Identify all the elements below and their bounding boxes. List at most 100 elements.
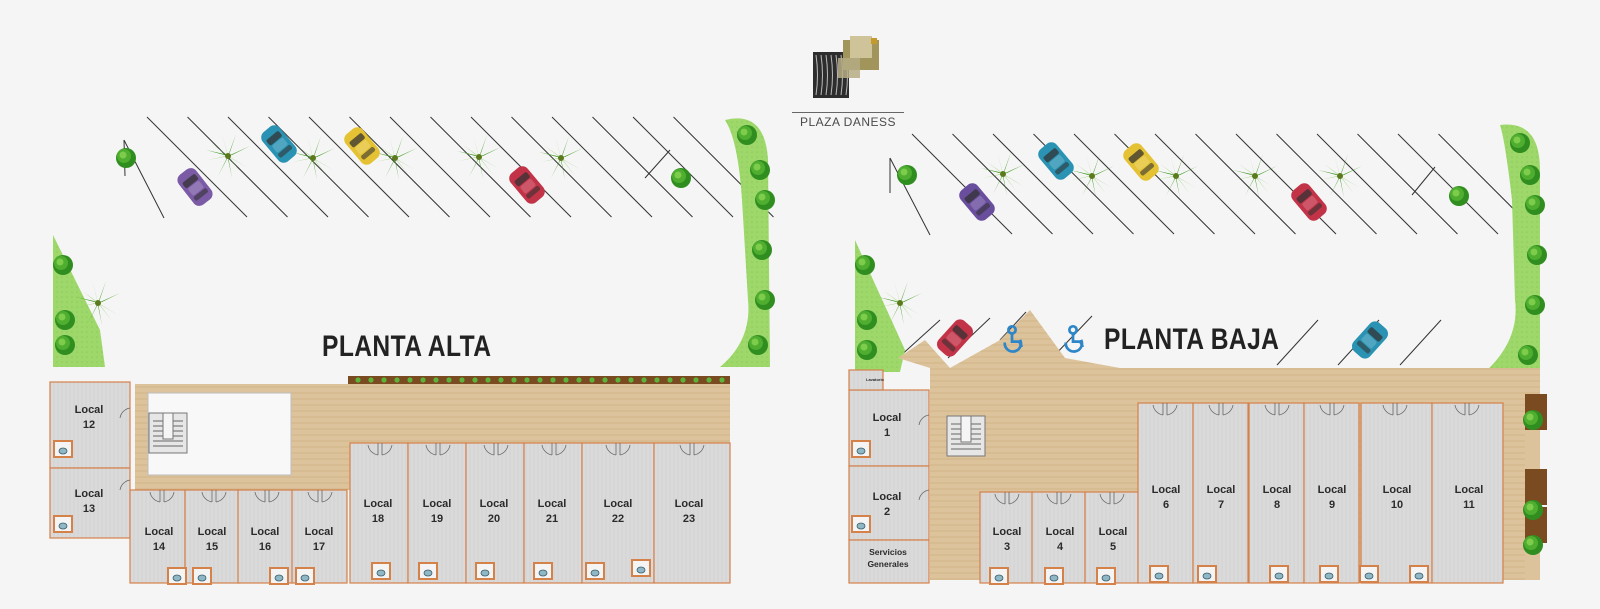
parking-stripe [952,133,1053,235]
palm-tree-icon [1154,154,1198,198]
staircase-icon [946,415,986,457]
planter-shrub [459,377,465,383]
unit-local-23 [653,442,731,584]
toilet-icon [53,440,73,458]
toilet-icon [1044,567,1064,585]
door-swing-icon [1152,403,1164,416]
shrub-icon [855,255,875,275]
toilet-icon [53,515,73,533]
parking-stripe [1397,133,1499,235]
planter-shrub [628,377,634,383]
parking-stripe [187,116,288,218]
unit-local-21 [523,442,583,584]
door-swing-icon [1454,403,1466,416]
parking-stripe [897,319,941,359]
shrub-icon [897,165,917,185]
door-swing-icon [1208,403,1220,416]
planter-shrub [394,377,400,383]
door-swing-icon [679,443,691,456]
planter-shrub [446,377,452,383]
toilet-icon [989,567,1009,585]
palm-tree-icon [206,134,250,178]
parking-stripe [644,149,671,179]
unit-local-19 [407,442,467,584]
door-swing-icon [149,490,161,503]
unit-servicios-generales [848,539,930,584]
parking-stripe [992,133,1094,235]
door-swing-icon [307,490,319,503]
parking-stripe [349,116,450,218]
planter-shrub [433,377,439,383]
car-icon [1349,318,1391,362]
planter-shrub [680,377,686,383]
planter-shrub [368,377,374,383]
grass-area-right [1485,124,1540,372]
planter-shrub [602,377,608,383]
planter-box [1525,469,1547,505]
parking-stripe [1276,133,1377,235]
parking-stripe [1357,133,1458,235]
planter-shrub [693,377,699,383]
shrub-icon [1523,410,1543,430]
shrub-icon [1525,195,1545,215]
logo-sand-block [850,36,872,58]
shrub-icon [750,160,770,180]
shrub-icon [55,310,75,330]
parking-stripe [1316,133,1418,235]
unit-local-8 [1248,402,1305,584]
toilet-icon [1409,565,1429,583]
planter-shrub [485,377,491,383]
parking-stripe [551,116,653,218]
staircase-icon [148,412,188,454]
car-icon [1035,139,1077,183]
corridor-wood [315,441,350,490]
car-icon [258,122,300,166]
door-swing-icon [483,443,495,456]
shrub-icon [53,255,73,275]
unit-small-room [848,369,884,391]
parking-stripe [911,133,1013,235]
planter-shrub [537,377,543,383]
car-icon [1120,140,1162,184]
door-swing-icon [1396,403,1408,416]
palm-tree-icon [539,136,583,180]
car-icon [934,316,976,360]
door-swing-icon [918,414,930,426]
parking-stripe [632,116,734,218]
shrub-icon [1520,165,1540,185]
door-swing-icon [163,490,175,503]
parking-stripe [389,116,491,218]
palm-tree-icon [457,135,501,179]
toilet-icon [1096,567,1116,585]
planter-shrub [576,377,582,383]
unit-local-20 [465,442,525,584]
door-swing-icon [1099,492,1111,505]
planter-shrub [355,377,361,383]
toilet-icon [1149,565,1169,583]
door-swing-icon [555,443,567,456]
door-swing-icon [1008,492,1020,505]
logo-texture-line [815,54,818,96]
parking-stripe [592,116,693,218]
parking-stripe [1276,319,1319,366]
door-swing-icon [367,443,379,456]
parking-stripe [1399,319,1442,366]
car-icon [506,163,548,207]
planter-shrub [524,377,530,383]
planter-shrub [381,377,387,383]
door-swing-icon [1468,403,1480,416]
shrub-icon [671,168,691,188]
shrub-icon [1449,186,1469,206]
toilet-icon [851,440,871,458]
planta-alta-title: PLANTA ALTA [322,330,492,363]
